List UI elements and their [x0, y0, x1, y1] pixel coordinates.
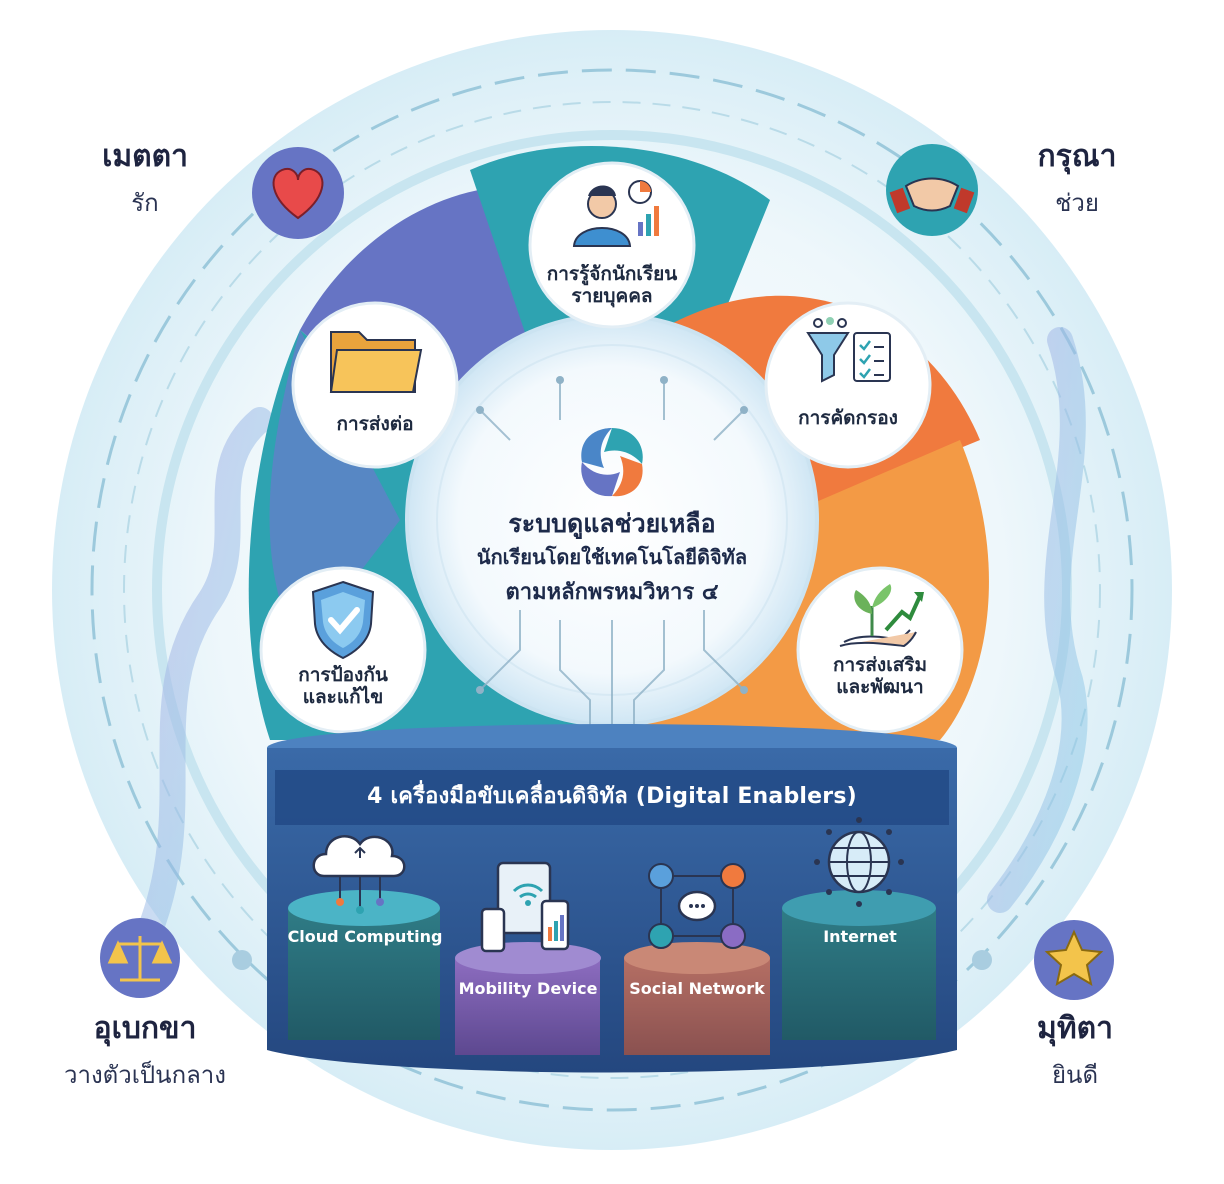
node-referral-label: การส่งต่อ	[295, 413, 455, 436]
center-title-line2: นักเรียนโดยใช้เทคโนโลยีดิจิทัล	[476, 545, 748, 569]
internet-label: Internet	[823, 927, 897, 946]
node-prevention-line2: และแก้ไข	[302, 685, 384, 708]
karuna-title: กรุณา	[1037, 139, 1117, 174]
swirl-logo-icon	[581, 428, 643, 497]
devices-icon	[480, 861, 570, 953]
circuit-dots	[476, 376, 748, 694]
mudita-title: มุทิตา	[1037, 1011, 1113, 1046]
left-wisp	[137, 407, 273, 943]
funnel-checklist-icon	[806, 317, 891, 383]
heart-icon	[272, 168, 324, 220]
metta-title: เมตตา	[102, 139, 188, 174]
karuna-subtitle: ช่วย	[1055, 189, 1099, 217]
node-referral-line1: การส่งต่อ	[336, 413, 414, 435]
node-know-student-line1: การรู้จักนักเรียน	[546, 263, 678, 285]
mudita-subtitle: ยินดี	[1051, 1061, 1099, 1089]
node-prevention-line1: การป้องกัน	[298, 664, 388, 686]
metta-subtitle: รัก	[131, 189, 159, 217]
mobility-device-label: Mobility Device	[458, 979, 598, 998]
connector-dot-left	[232, 950, 252, 970]
social-network-icon	[648, 863, 746, 949]
center-title-line1: ระบบดูแลช่วยเหลือ	[508, 509, 716, 538]
star-icon	[1044, 929, 1104, 987]
scales-icon	[107, 936, 173, 982]
social-network-label: Social Network	[629, 979, 765, 998]
shield-check-icon	[311, 580, 375, 660]
node-prevention-label: การป้องกัน และแก้ไข	[263, 664, 423, 709]
cloud-icon	[312, 835, 406, 914]
enablers-banner: 4 เครื่องมือขับเคลื่อนดิจิทัล (Digital E…	[367, 784, 857, 809]
upekkha-subtitle: วางตัวเป็นกลาง	[63, 1061, 226, 1089]
teacher-chart-icon	[572, 180, 659, 247]
node-screening	[764, 301, 932, 469]
node-promotion-line2: และพัฒนา	[836, 675, 924, 698]
node-screening-line1: การคัดกรอง	[798, 407, 898, 429]
node-know-student-label: การรู้จักนักเรียน รายบุคคล	[522, 263, 702, 308]
node-promotion-line1: การส่งเสริม	[832, 654, 928, 676]
handshake-icon	[889, 177, 975, 214]
cylinder-internet	[782, 890, 936, 1040]
banner-band	[275, 770, 949, 825]
node-promotion-label: การส่งเสริม และพัฒนา	[800, 654, 960, 699]
node-know-student-line2: รายบุคคล	[571, 284, 653, 307]
node-promotion	[796, 566, 964, 734]
right-wisp	[987, 327, 1088, 913]
upekkha-title: อุเบกขา	[93, 1011, 197, 1046]
outer-dashed-ring	[90, 68, 1134, 1112]
inner-dashed-ring	[123, 101, 1101, 1079]
cylinder-social	[624, 942, 770, 1055]
globe-icon	[814, 817, 904, 907]
connector-dot-right	[972, 950, 992, 970]
folder-icon	[329, 331, 423, 393]
plant-growth-icon	[839, 584, 924, 648]
cylinder-cloud	[288, 890, 440, 1040]
center-title-line3: ตามหลักพรหมวิหาร ๔	[505, 580, 719, 605]
cloud-computing-label: Cloud Computing	[287, 927, 443, 946]
cylinder-mobility	[455, 942, 601, 1055]
node-screening-label: การคัดกรอง	[768, 407, 928, 430]
